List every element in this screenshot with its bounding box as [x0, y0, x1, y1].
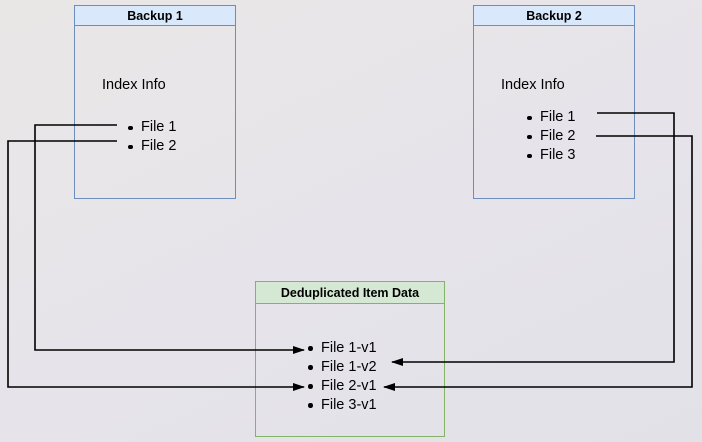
backup2-title: Backup 2	[526, 8, 582, 23]
dedup-title: Deduplicated Item Data	[280, 285, 420, 300]
backup2-file-list: File 1 File 2 File 3	[525, 108, 575, 165]
dedup-header: Deduplicated Item Data	[256, 282, 444, 304]
list-item: File 1-v2	[306, 358, 377, 377]
dedup-file-list: File 1-v1 File 1-v2 File 2-v1 File 3-v1	[306, 339, 377, 415]
list-item: File 2-v1	[306, 377, 377, 396]
backup1-file-list: File 1 File 2	[126, 118, 176, 156]
list-item: File 1	[525, 108, 575, 127]
list-item: File 2	[525, 127, 575, 146]
list-item: File 1-v1	[306, 339, 377, 358]
list-item: File 3	[525, 146, 575, 165]
backup1-box: Backup 1 Index Info File 1 File 2	[74, 5, 236, 199]
backup1-index-info-label: Index Info	[102, 77, 166, 93]
backup1-header: Backup 1	[75, 6, 235, 26]
backup2-header: Backup 2	[474, 6, 634, 26]
backup2-index-info-label: Index Info	[501, 77, 565, 93]
list-item: File 1	[126, 118, 176, 137]
backup1-title: Backup 1	[127, 8, 183, 23]
backup2-box: Backup 2 Index Info File 1 File 2 File 3	[473, 5, 635, 199]
list-item: File 3-v1	[306, 396, 377, 415]
list-item: File 2	[126, 137, 176, 156]
deduplicated-item-data-box: Deduplicated Item Data File 1-v1 File 1-…	[255, 281, 445, 437]
